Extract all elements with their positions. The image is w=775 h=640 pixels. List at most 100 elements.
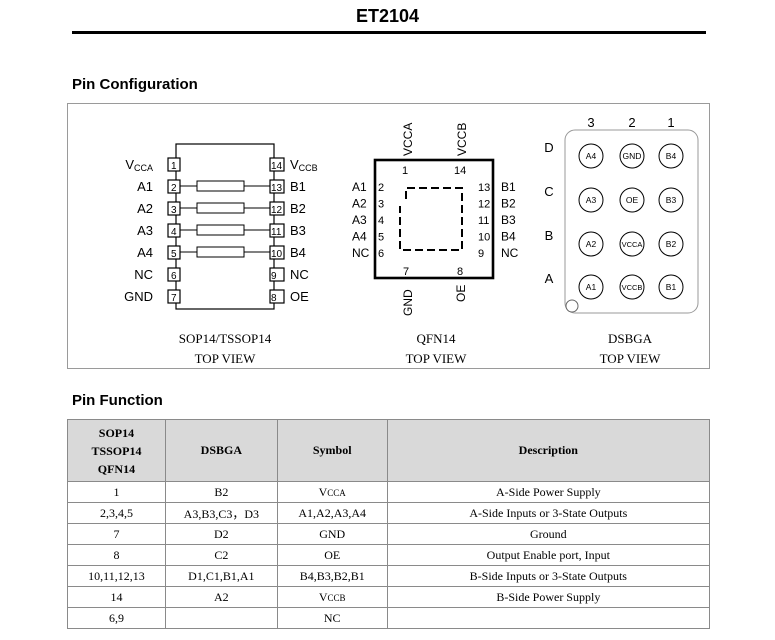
sop-pin-box-left xyxy=(167,157,181,172)
sop-pin-box-right xyxy=(269,267,285,282)
bga-caption-line1: DSBGA xyxy=(607,331,653,346)
qfn-caption-line1: QFN14 xyxy=(416,331,456,346)
sop-pin-label-right: NC xyxy=(290,267,309,282)
bga-ball xyxy=(578,143,604,169)
cell-symbol: OE xyxy=(276,544,388,566)
qfn-right-number: 10 xyxy=(478,232,490,244)
pin-function-table: SOP14 TSSOP14 QFN14 DSBGA Symbol Descrip… xyxy=(67,419,711,629)
sop-pin-number-left: 5 xyxy=(171,249,177,260)
qfn-left-number: 5 xyxy=(378,232,384,244)
qfn-bottom-label: OE xyxy=(454,285,468,302)
sop-pin-label-right: B2 xyxy=(290,201,306,216)
sop-channel-buffer xyxy=(196,180,245,192)
sop-pin-label-right: B3 xyxy=(290,223,306,238)
qfn-left-number: 4 xyxy=(378,215,384,227)
cell-description: A-Side Power Supply xyxy=(386,481,711,503)
symbol-subscript: CCA xyxy=(327,487,346,498)
bga-ball xyxy=(578,274,604,300)
sop-pin-label-main: A1 xyxy=(137,179,153,194)
sop-pin-box-left xyxy=(167,267,181,282)
qfn-left-label: A3 xyxy=(352,213,367,227)
bga-ball-label: A3 xyxy=(586,195,597,205)
sop-pin-number-right: 12 xyxy=(271,205,283,216)
cell-description: B-Side Power Supply xyxy=(386,586,711,608)
sop-pin-label-main: V xyxy=(290,157,299,172)
symbol-main: GND xyxy=(319,526,346,541)
cell-symbol: B4,B3,B2,B1 xyxy=(276,565,388,587)
header-dsbga: DSBGA xyxy=(164,419,278,482)
sop-pin-label-main: B2 xyxy=(290,201,306,216)
symbol-main: A1,A2,A3,A4 xyxy=(298,505,367,520)
qfn-top-number: 14 xyxy=(454,165,466,177)
sop-pin-label-sub: CCB xyxy=(299,163,318,173)
sop-pin-label-main: B3 xyxy=(290,223,306,238)
qfn-top-number: 1 xyxy=(402,165,408,177)
qfn-left-number: 3 xyxy=(378,199,384,211)
bga-ball xyxy=(658,187,684,213)
sop-pin-number-right: 10 xyxy=(271,249,283,260)
qfn-bottom-number: 7 xyxy=(403,266,409,278)
qfn-left-number: 2 xyxy=(378,182,384,194)
sop-pin-number-right: 14 xyxy=(271,161,283,172)
cell-symbol: GND xyxy=(276,523,388,545)
title-rule xyxy=(72,31,706,34)
bga-ball xyxy=(619,143,645,169)
cell-description: B-Side Inputs or 3-State Outputs xyxy=(386,565,711,587)
bga-row-label: C xyxy=(544,184,553,199)
bga-caption-line2: TOP VIEW xyxy=(599,351,661,366)
sop-pin-box-left xyxy=(167,289,181,304)
bga-ball-label: OE xyxy=(626,195,639,205)
bga-ball xyxy=(658,143,684,169)
header-package-line3: QFN14 xyxy=(97,461,136,476)
qfn-bottom-number: 8 xyxy=(457,266,463,278)
qfn-right-number: 11 xyxy=(478,215,489,227)
qfn-right-number: 9 xyxy=(478,248,484,260)
qfn-top-label: VCCA xyxy=(401,123,415,156)
sop-pin-label-left: NC xyxy=(134,267,153,282)
bga-ball-label: B1 xyxy=(666,282,677,292)
cell-package: 14 xyxy=(67,586,166,608)
bga-ball-label: B4 xyxy=(666,151,677,161)
sop-pin-box-right xyxy=(269,157,285,172)
cell-dsbga: A3,B3,C3，D3 xyxy=(164,502,278,524)
symbol-main: OE xyxy=(324,547,341,562)
bga-ball-label: A1 xyxy=(586,282,597,292)
bga-ball xyxy=(658,231,684,257)
sop-pin-label-main: NC xyxy=(290,267,309,282)
sop-pin-label-sub: CCA xyxy=(134,163,153,173)
qfn-right-label: B4 xyxy=(501,230,516,244)
bga-ball-label: GND xyxy=(623,151,642,161)
sop-pin-number-right: 13 xyxy=(271,183,283,194)
sop-pin-label-main: A4 xyxy=(137,245,153,260)
cell-description: Output Enable port, Input xyxy=(386,544,711,566)
qfn-right-label: B1 xyxy=(501,180,516,194)
qfn-right-number: 12 xyxy=(478,199,490,211)
symbol-main: V xyxy=(318,589,328,604)
bga-ball-label: VCCB xyxy=(622,283,643,292)
cell-dsbga xyxy=(164,607,278,629)
cell-symbol: A1,A2,A3,A4 xyxy=(276,502,388,524)
cell-description: Ground xyxy=(386,523,711,545)
sop-caption-line2: TOP VIEW xyxy=(194,351,256,366)
qfn-bottom-label: GND xyxy=(401,289,415,316)
symbol-subscript: CCB xyxy=(327,592,346,603)
sop-pin-label-right: OE xyxy=(290,289,309,304)
symbol-main: B4,B3,B2,B1 xyxy=(299,568,365,583)
sop-pin-label-main: V xyxy=(125,157,134,172)
qfn-left-label: A1 xyxy=(352,180,367,194)
sop-pin-label-right: B1 xyxy=(290,179,306,194)
document-title: ET2104 xyxy=(355,6,420,26)
sop-pin-label-right: VCCB xyxy=(290,157,318,173)
qfn-right-label: NC xyxy=(501,246,519,260)
sop-pin-label-main: NC xyxy=(134,267,153,282)
header-package: SOP14 TSSOP14 QFN14 xyxy=(67,419,166,482)
cell-dsbga: D1,C1,B1,A1 xyxy=(164,565,278,587)
sop-pin-label-right: B4 xyxy=(290,245,306,260)
cell-description: A-Side Inputs or 3-State Outputs xyxy=(386,502,711,524)
qfn-left-label: A2 xyxy=(352,197,367,211)
